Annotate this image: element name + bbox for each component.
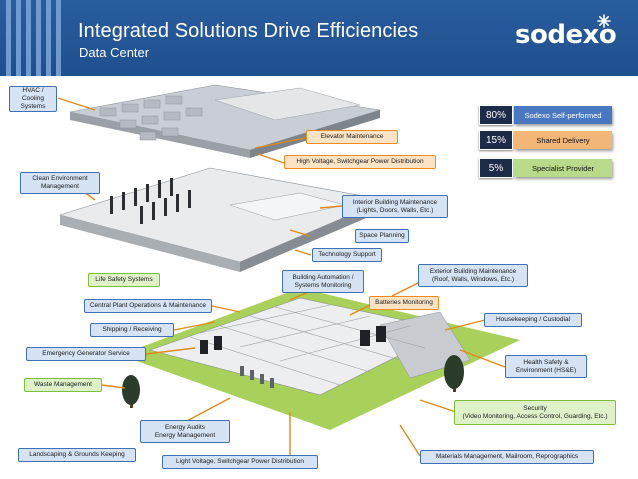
header-bar: Integrated Solutions Drive Efficiencies … bbox=[0, 0, 638, 76]
callout-emergency-generator: Emergency Generator Service bbox=[26, 347, 146, 361]
callout-housekeeping: Housekeeping / Custodial bbox=[484, 313, 582, 327]
tree-left bbox=[122, 375, 140, 408]
callout-clean-environment: Clean Environment Management bbox=[20, 172, 100, 194]
roof-floor bbox=[69, 84, 381, 158]
callout-batteries-monitoring: Batteries Monitoring bbox=[369, 296, 439, 310]
legend-percent-specialist: 5% bbox=[479, 158, 513, 178]
legend-label-shared: Shared Delivery bbox=[514, 131, 612, 149]
callout-technology-support: Technology Support bbox=[312, 248, 382, 262]
legend-percent-shared: 15% bbox=[479, 130, 513, 150]
callout-landscaping: Landscaping & Grounds Keeping bbox=[18, 448, 136, 462]
page-subtitle: Data Center bbox=[79, 45, 150, 60]
tree-right bbox=[444, 355, 464, 392]
legend-label-self: Sodexo Self-performed bbox=[514, 106, 612, 124]
legend-percent-self: 80% bbox=[479, 105, 513, 125]
callout-materials-management: Materials Management, Mailroom, Reprogra… bbox=[420, 450, 594, 464]
callout-space-planning: Space Planning bbox=[355, 229, 409, 243]
callout-high-voltage: High Voltage, Switchgear Power Distribut… bbox=[284, 155, 436, 169]
callout-central-plant: Central Plant Operations & Maintenance bbox=[84, 299, 212, 313]
header-stripes bbox=[0, 0, 64, 76]
page-title: Integrated Solutions Drive Efficiencies bbox=[78, 20, 419, 42]
callout-energy: Energy Audits Energy Management bbox=[140, 420, 230, 443]
logo-star-icon bbox=[597, 14, 611, 28]
callout-elevator-maintenance: Elevator Maintenance bbox=[306, 130, 398, 144]
ground-floor bbox=[120, 288, 520, 430]
callout-building-automation: Building Automation / Systems Monitoring bbox=[282, 270, 364, 293]
callout-life-safety: Life Safety Systems bbox=[88, 273, 160, 287]
callout-light-voltage: Light Voltage, Switchgear Power Distribu… bbox=[162, 455, 318, 469]
callout-waste-management: Waste Management bbox=[24, 378, 102, 392]
callout-interior-maintenance: Interior Building Maintenance (Lights, D… bbox=[342, 195, 448, 218]
callout-security: Security (Video Monitoring, Access Contr… bbox=[454, 400, 616, 425]
callout-health-safety: Health Safety & Environment (HS&E) bbox=[505, 355, 587, 378]
data-center-illustration bbox=[57, 84, 520, 457]
callout-shipping-receiving: Shipping / Receiving bbox=[90, 323, 174, 337]
callout-leaders bbox=[57, 97, 506, 457]
callout-hvac: HVAC / Cooling Systems bbox=[9, 86, 57, 112]
callout-exterior-maintenance: Exterior Building Maintenance (Roof, Wal… bbox=[418, 264, 528, 287]
legend-label-specialist: Specialist Provider bbox=[514, 159, 612, 177]
middle-floor bbox=[58, 167, 387, 272]
